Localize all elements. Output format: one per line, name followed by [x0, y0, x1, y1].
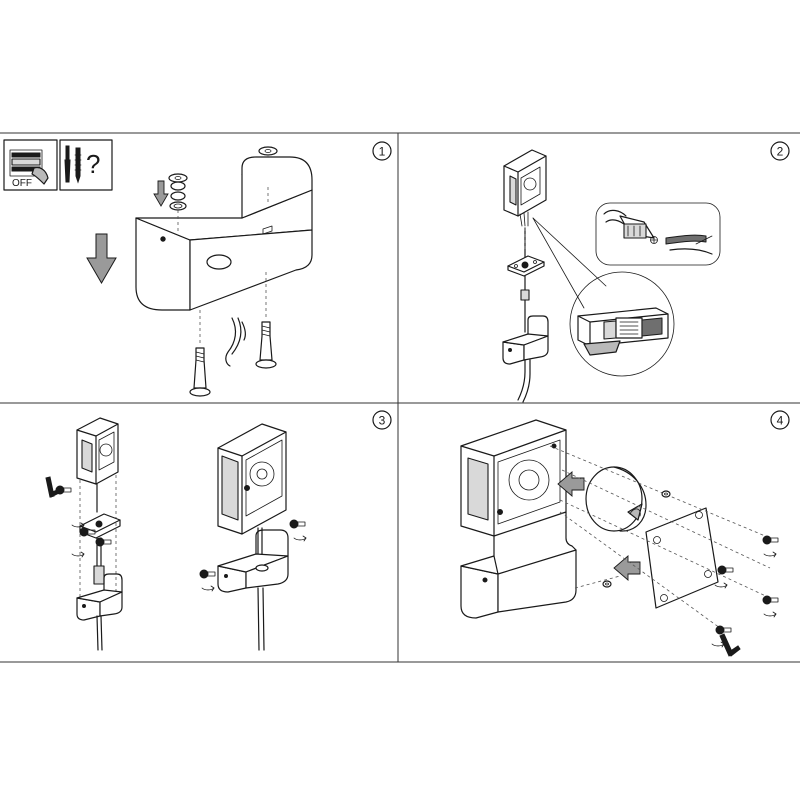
step-number-1: 1	[372, 141, 392, 161]
power-off-label: OFF	[12, 178, 32, 189]
svg-text:2: 2	[777, 145, 784, 159]
wire-bundle	[519, 211, 529, 263]
mounting-bracket	[76, 573, 123, 621]
cable-icon	[225, 317, 246, 367]
terminal-block-callout	[595, 202, 721, 266]
down-arrow-icon	[86, 233, 117, 284]
lamp-housing-large	[460, 419, 567, 537]
panel-step-3	[45, 417, 307, 651]
step-number-3: 3	[372, 410, 392, 430]
panel-grid	[0, 132, 800, 663]
mounting-bracket	[460, 511, 577, 619]
step-number-4: 4	[770, 410, 790, 430]
mounting-bracket	[217, 529, 289, 593]
mounting-bracket	[135, 156, 313, 311]
allen-key-icon	[719, 633, 741, 657]
tools-question-icon: ?	[59, 139, 113, 191]
wall-plug-right	[255, 321, 277, 369]
power-off-icon: OFF	[3, 139, 58, 191]
wall-plug-left	[189, 347, 211, 397]
lens-dome	[585, 466, 647, 532]
lamp-housing	[76, 417, 119, 485]
svg-text:1: 1	[379, 145, 386, 159]
mounting-plate	[507, 255, 545, 277]
lamp-housing	[503, 149, 547, 217]
washer-stack-left	[168, 173, 188, 211]
step-number-2: 2	[770, 141, 790, 161]
question-mark: ?	[86, 149, 100, 179]
panel-step-1: OFF ?	[3, 139, 313, 397]
cover-plate	[645, 507, 719, 609]
insert-arrow-icon	[557, 471, 585, 497]
svg-text:4: 4	[777, 414, 784, 428]
panel-step-2	[502, 149, 721, 403]
down-arrow-icon	[153, 180, 169, 207]
detail-magnifier	[569, 271, 675, 377]
insert-arrow-icon	[613, 555, 641, 581]
panel-step-4	[460, 419, 779, 657]
mounting-plate	[79, 513, 121, 547]
svg-text:3: 3	[379, 414, 386, 428]
cable-gland	[520, 289, 530, 301]
lamp-housing-assembled	[217, 423, 287, 535]
mounting-bracket	[502, 315, 549, 365]
